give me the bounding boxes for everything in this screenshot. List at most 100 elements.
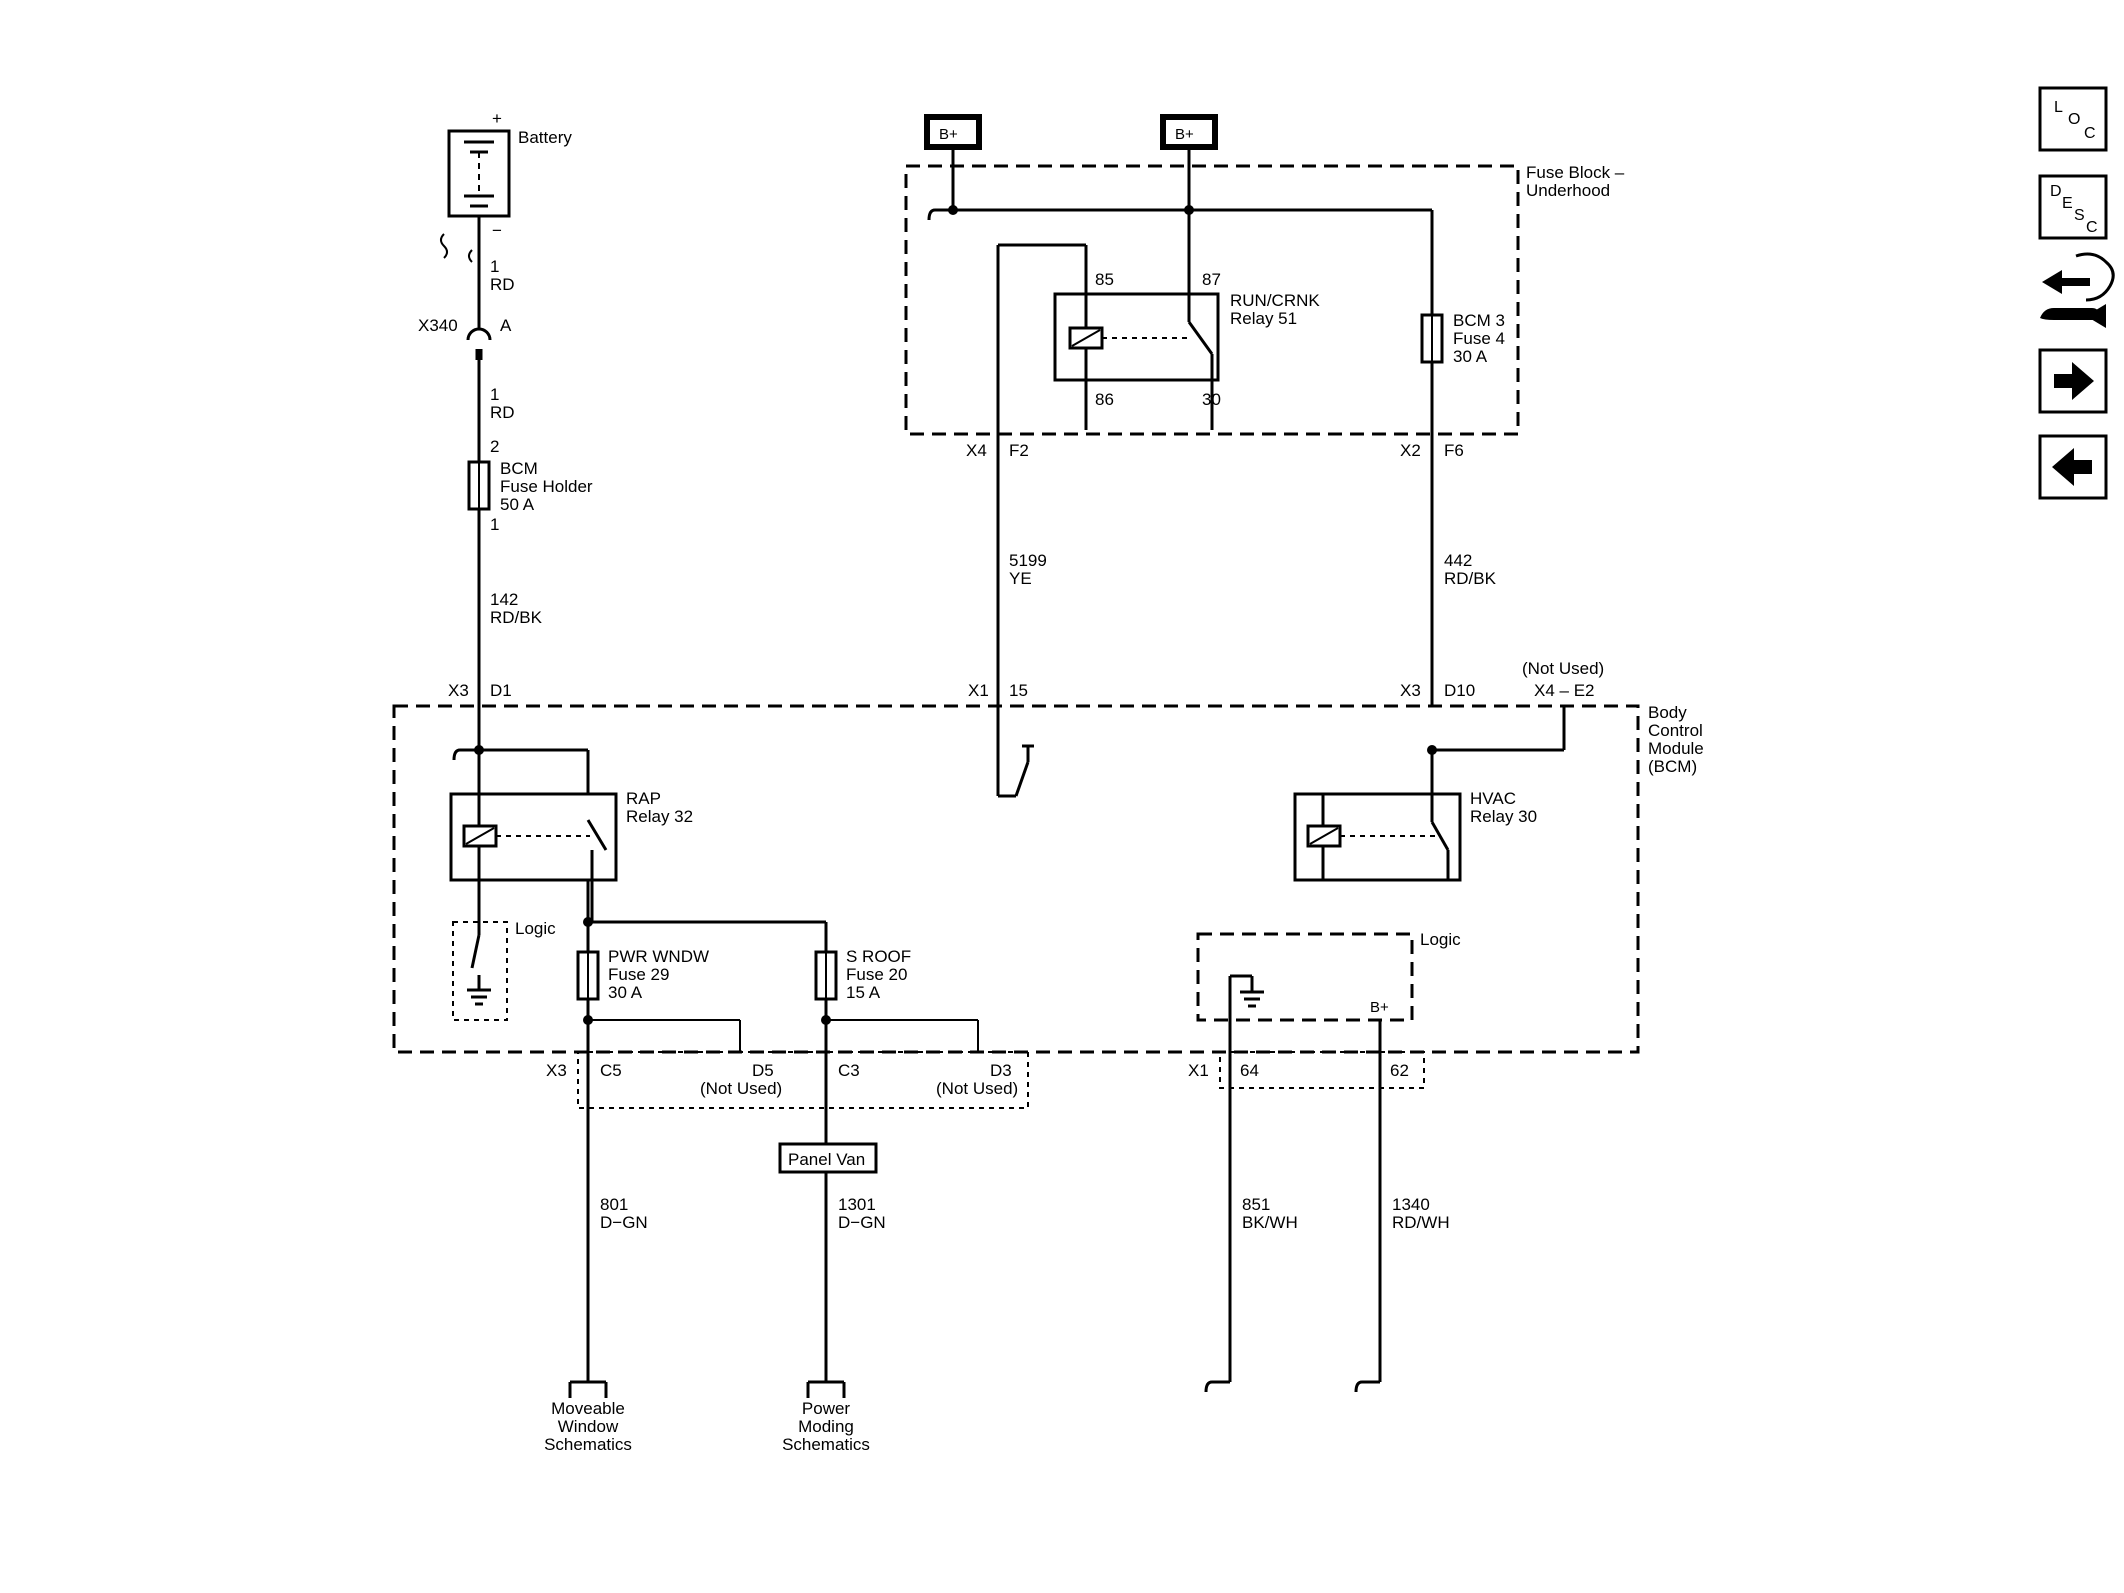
body-control-module (392, 704, 1640, 1054)
loc-icon: L O C (2054, 99, 2096, 142)
c5-pin-label: C5 (600, 1061, 622, 1080)
power-moding-label-2: Moding (798, 1417, 854, 1436)
desc-button[interactable]: D E S C (2038, 174, 2108, 240)
pwr-wndw-label-2: Fuse 29 (608, 965, 669, 984)
x3-d1-connector-label: X3 (448, 681, 469, 700)
logic-right-block (1196, 932, 1414, 1022)
connector-wrench-button[interactable] (2040, 252, 2115, 328)
w442-wire-color: RD/BK (1444, 569, 1497, 588)
wire-break-mark (440, 233, 448, 259)
d5-pin-label: D5 (752, 1061, 774, 1080)
svg-text:E: E (2062, 195, 2073, 212)
x340-label: X340 (418, 316, 458, 335)
svg-text:D: D (2050, 183, 2062, 200)
battery-circuit-number: 1 (490, 257, 499, 276)
bcm3-label-3: 30 A (1453, 347, 1488, 366)
bcm-label-2: Control (1648, 721, 1703, 740)
x2-connector-label: X2 (1400, 441, 1421, 460)
x3-bottom-label: X3 (546, 1061, 567, 1080)
bplus-source-1 (924, 114, 982, 150)
previous-button[interactable] (2038, 434, 2108, 500)
w142-circuit-number: 142 (490, 590, 518, 609)
arrow-right-icon (2054, 362, 2094, 400)
pin-62-label: 62 (1390, 1061, 1409, 1080)
svg-text:L: L (2054, 99, 2063, 116)
logic-left-label: Logic (515, 919, 556, 938)
window-schematics-label-1: Moveable (551, 1399, 625, 1418)
w5199-circuit-number: 5199 (1009, 551, 1047, 570)
x3-bottom-connector (577, 1051, 1029, 1109)
bcm3-label-2: Fuse 4 (1453, 329, 1505, 348)
w1340-circuit-number: 1340 (1392, 1195, 1430, 1214)
d3-pin-label: D3 (990, 1061, 1012, 1080)
d5-not-used-label: (Not Used) (700, 1079, 782, 1098)
x3-d10-connector-label: X3 (1400, 681, 1421, 700)
pin-30-label: 30 (1202, 390, 1221, 409)
panel-van-label: Panel Van (788, 1150, 865, 1169)
wire-break-mark (468, 249, 473, 263)
bcm3-label-1: BCM 3 (1453, 311, 1505, 330)
d10-pin-label: D10 (1444, 681, 1475, 700)
logic-right-label: Logic (1420, 930, 1461, 949)
svg-text:C: C (2086, 219, 2098, 236)
d1-pin-label: D1 (490, 681, 512, 700)
w1301-circuit-number: 1301 (838, 1195, 876, 1214)
battery-plus-label: + (492, 109, 502, 128)
not-used-e2-label: (Not Used) (1522, 659, 1604, 678)
w1301-wire-color: D−GN (838, 1213, 886, 1232)
x340-pin-label: A (500, 316, 512, 335)
bcm-label-1: Body (1648, 703, 1687, 722)
svg-text:C: C (2084, 125, 2096, 142)
battery-label: Battery (518, 128, 572, 147)
fuse-holder-label-1: BCM (500, 459, 538, 478)
x4-e2-label: X4 – E2 (1534, 681, 1595, 700)
logic-left-block (452, 921, 508, 1021)
pin-15-label: 15 (1009, 681, 1028, 700)
w142-wire-color: RD/BK (490, 608, 543, 627)
f6-pin-label: F6 (1444, 441, 1464, 460)
bplus-source-2 (1160, 114, 1218, 150)
window-schematics-label-3: Schematics (544, 1435, 632, 1454)
loc-button[interactable]: L O C (2038, 86, 2108, 152)
w851-wire-color: BK/WH (1242, 1213, 1298, 1232)
f2-pin-label: F2 (1009, 441, 1029, 460)
x340-connector (466, 327, 492, 360)
svg-text:O: O (2068, 111, 2080, 128)
connector-wrench-icon (2040, 252, 2115, 328)
pin-85-label: 85 (1095, 270, 1114, 289)
c3-pin-label: C3 (838, 1061, 860, 1080)
fuse-holder-label-2: Fuse Holder (500, 477, 593, 496)
fuse-holder-pin-2: 2 (490, 437, 499, 456)
run-relay-label-2: Relay 51 (1230, 309, 1297, 328)
w851-circuit-number: 851 (1242, 1195, 1270, 1214)
window-schematics-label-2: Window (558, 1417, 619, 1436)
w5199-wire-color: YE (1009, 569, 1032, 588)
power-moding-label-3: Schematics (782, 1435, 870, 1454)
bus-end-mark (452, 748, 479, 761)
fuse-holder-pin-1: 1 (490, 515, 499, 534)
battery-symbol (447, 129, 511, 218)
bplus-source-1-label: B+ (939, 126, 958, 143)
pin-86-label: 86 (1095, 390, 1114, 409)
w801-wire-color: D−GN (600, 1213, 648, 1232)
x1-15-connector-label: X1 (968, 681, 989, 700)
pwr-wndw-label-3: 30 A (608, 983, 643, 1002)
s-roof-label-1: S ROOF (846, 947, 911, 966)
x340-circuit-number: 1 (490, 385, 499, 404)
x1-bottom-connector (1219, 1051, 1425, 1089)
power-moding-label-1: Power (802, 1399, 851, 1418)
wire-continuation-mark (1354, 1380, 1380, 1393)
fuse-holder-label-3: 50 A (500, 495, 535, 514)
next-button[interactable] (2038, 348, 2108, 414)
fuse-block-label-1: Fuse Block – (1526, 163, 1625, 182)
w1340-wire-color: RD/WH (1392, 1213, 1450, 1232)
x1-bottom-label: X1 (1188, 1061, 1209, 1080)
power-moding-reference (806, 1380, 846, 1398)
svg-text:S: S (2074, 207, 2085, 224)
pwr-wndw-label-1: PWR WNDW (608, 947, 709, 966)
bplus-logic-label: B+ (1370, 999, 1389, 1016)
window-schematics-reference (568, 1380, 608, 1398)
rap-relay-label-2: Relay 32 (626, 807, 693, 826)
battery-wire-color: RD (490, 275, 515, 294)
